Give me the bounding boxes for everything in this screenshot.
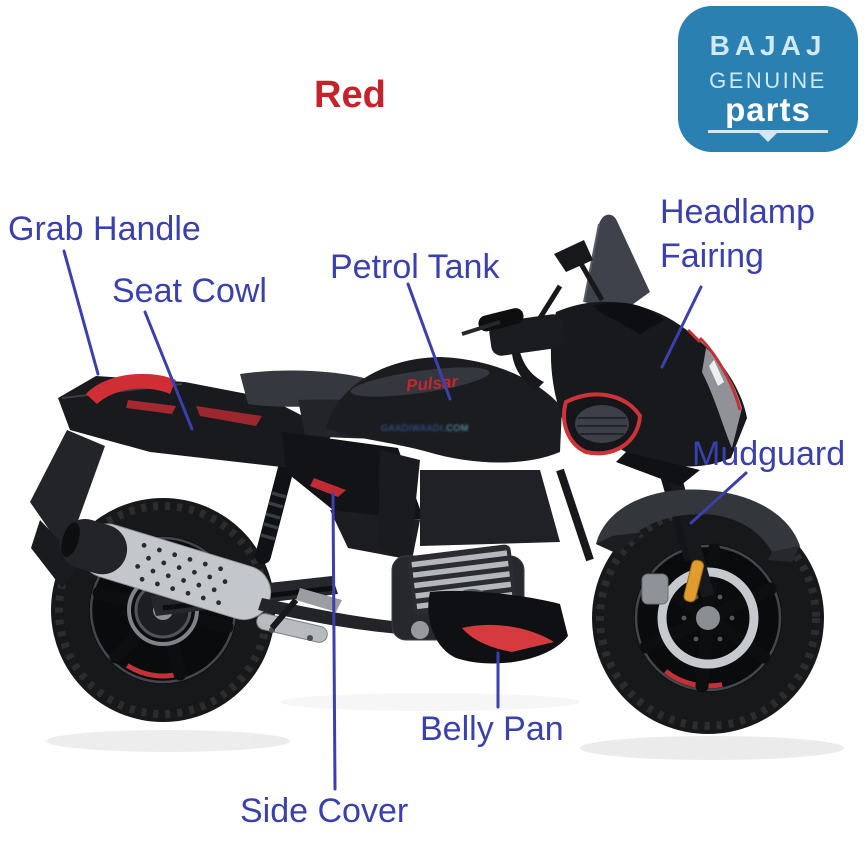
logo-underline (708, 130, 828, 142)
watermark-suffix: .COM (443, 423, 469, 433)
leader-line-headlamp-fairing (660, 285, 703, 369)
label-petrol-tank: Petrol Tank (330, 248, 500, 286)
exhaust (59, 518, 272, 621)
fork-reflector (683, 559, 705, 603)
leader-line-seat-cowl (143, 310, 194, 431)
mirror (554, 240, 593, 272)
rear-mudguard (30, 430, 105, 588)
watermark-main: GAADIWAADI (381, 423, 444, 433)
leader-line-petrol-tank (406, 282, 452, 401)
exhaust-header (258, 598, 402, 634)
leader-lines (62, 249, 748, 791)
logo-arrow-down-icon (759, 133, 777, 142)
petrol-tank-shape: Pulsar (326, 357, 562, 463)
logo-parts-text: parts (725, 91, 811, 128)
front-wheel (592, 502, 824, 734)
brake-caliper (641, 573, 669, 605)
logo-genuine-text: GENUINE (709, 68, 827, 93)
label-headlamp-fairing: Headlamp Fairing (660, 193, 815, 275)
label-mudguard: Mudguard (692, 435, 846, 473)
handlebar (461, 284, 565, 390)
ground-shadow (46, 693, 844, 760)
leader-line-side-cover (331, 492, 337, 791)
belly-pan-shape (428, 590, 568, 664)
leader-line-grab-handle (62, 249, 100, 376)
front-mudguard-shape (596, 489, 800, 562)
front-rim-red-stripe (637, 547, 779, 689)
label-belly-pan: Belly Pan (420, 710, 564, 748)
variant-title: Red (314, 74, 386, 116)
label-grab-handle: Grab Handle (8, 210, 201, 248)
headlamp-fairing-shape (550, 214, 747, 486)
leader-line-mudguard (689, 471, 748, 525)
grab-handle-shape (86, 373, 176, 404)
logo-brand-text: BAJAJ (709, 30, 827, 61)
label-side-cover: Side Cover (240, 792, 409, 830)
label-seat-cowl: Seat Cowl (112, 272, 267, 310)
rear-shock (255, 460, 294, 564)
watermark-text: GAADIWAADI.COM (381, 423, 477, 433)
bajaj-genuine-parts-logo: BAJAJ GENUINE parts (678, 6, 858, 152)
exhaust-perforations (135, 542, 228, 606)
